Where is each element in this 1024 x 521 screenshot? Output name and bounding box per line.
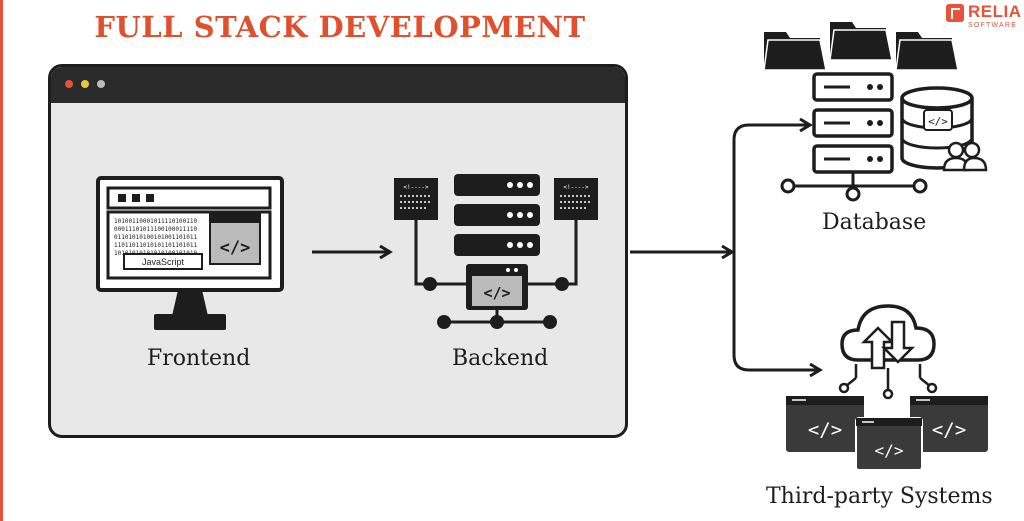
backend-left-panel-text: <!----> [403, 184, 429, 191]
frontend-code-tag: </> [220, 238, 251, 258]
third-party-systems-label: Third-party Systems [766, 484, 993, 509]
binary-line-1: 10100110001011110100110 [114, 218, 197, 225]
relia-logo-mark [946, 4, 964, 22]
page-title: FULL STACK DEVELOPMENT [94, 10, 586, 44]
third-party-code-tag-center: </> [875, 441, 904, 460]
third-party-code-tag-left: </> [808, 419, 842, 441]
browser-title-bar [51, 67, 625, 103]
frontend-label: Frontend [147, 346, 251, 371]
database-code-tag: </> [928, 115, 948, 128]
binary-line-2: 00011101011100100011110 [114, 226, 197, 233]
logo-name: RELIA [968, 2, 1022, 21]
binary-line-3: 01101010100101001101011 [114, 234, 197, 241]
third-party-code-tag-right: </> [932, 419, 966, 441]
frontend-monitor-icon: 10100110001011110100110 0001110101110010… [96, 176, 284, 330]
backend-server-icon: <!----> <!----> </> [394, 174, 598, 329]
logo-tagline: SOFTWARE [968, 22, 1018, 29]
binary-line-4: 11011011010101101101011 [114, 242, 197, 249]
window-dot-red [65, 80, 73, 88]
database-icon: </> [763, 22, 988, 202]
third-party-systems-icon: </> </> </> [786, 304, 988, 471]
relia-logo: RELIA SOFTWARE [944, 2, 1024, 40]
database-label: Database [822, 210, 927, 235]
window-dot-gray [97, 80, 105, 88]
javascript-label: JavaScript [142, 257, 185, 267]
window-dot-yellow [81, 80, 89, 88]
left-accent-rule [0, 0, 3, 521]
backend-right-panel-text: <!----> [563, 184, 589, 191]
backend-label: Backend [452, 346, 549, 371]
backend-code-tag: </> [483, 284, 510, 302]
